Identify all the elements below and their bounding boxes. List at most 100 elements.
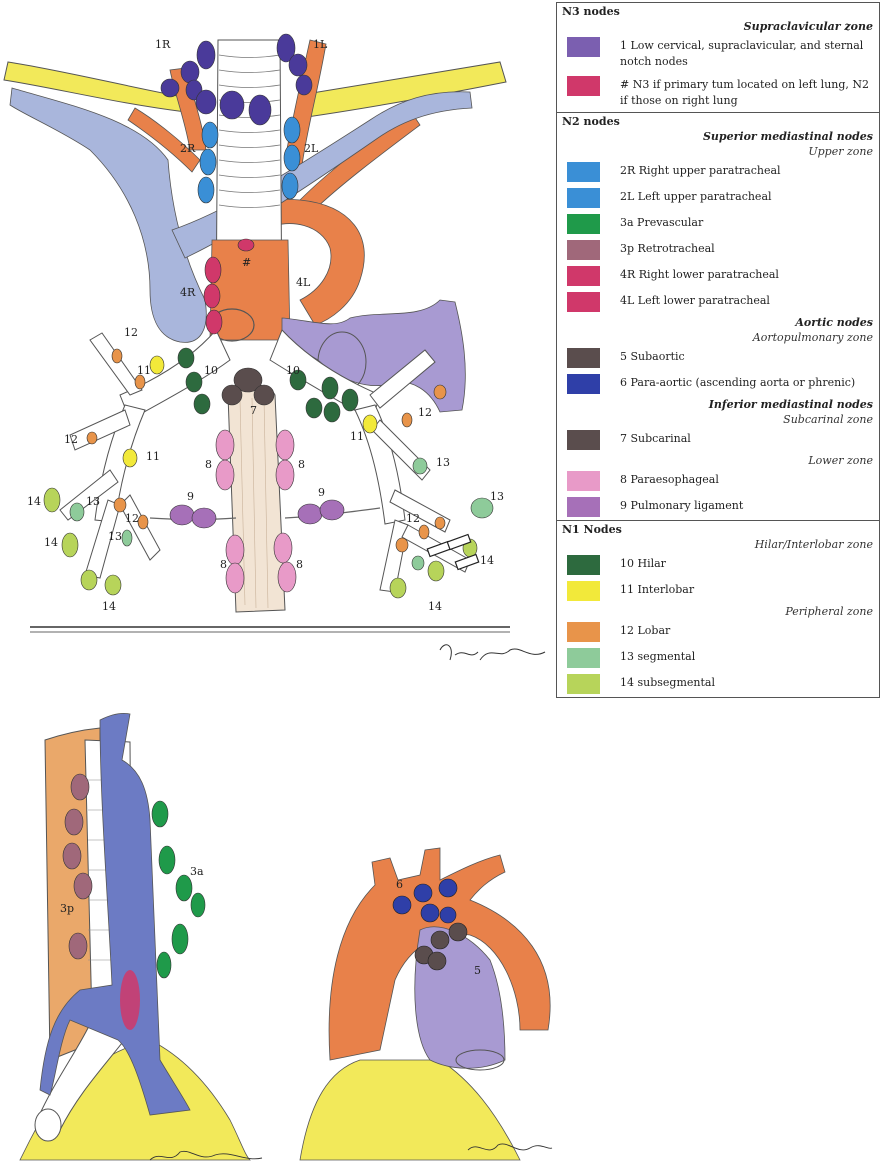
node-12 (419, 525, 429, 539)
node-3a (157, 952, 171, 978)
node-3a (191, 893, 205, 917)
label-13-b: 13 (108, 530, 122, 543)
node-10l (322, 377, 338, 399)
node-8 (276, 430, 294, 460)
label-12-c: 12 (125, 512, 139, 525)
node-10l (342, 389, 358, 411)
node-1r (181, 61, 199, 83)
label-8-c: 8 (220, 558, 227, 571)
label-4r: 4R (180, 286, 196, 299)
label-12-a: 12 (124, 326, 138, 339)
legend-swatch (567, 76, 600, 96)
node-14 (62, 533, 78, 557)
node-8 (216, 430, 234, 460)
node-2l (284, 117, 300, 143)
label-13-d: 13 (490, 490, 504, 503)
node-12 (114, 498, 126, 512)
label-8-a: 8 (205, 458, 212, 471)
node-10l (324, 402, 340, 422)
node-9 (170, 505, 194, 525)
legend-item-label: 12 Lobar (620, 622, 670, 639)
node-1r (197, 41, 215, 69)
legend-item: 9 Pulmonary ligament (557, 494, 879, 520)
legend-swatch (567, 292, 600, 312)
label-14-a: 14 (27, 495, 41, 508)
node-13 (70, 503, 84, 521)
legend-item: 4R Right lower paratracheal (557, 263, 879, 289)
node-14 (105, 575, 121, 595)
legend-swatch (567, 162, 600, 182)
legend-swatch (567, 188, 600, 208)
node-8 (278, 562, 296, 592)
legend-n3-items: 1 Low cervical, supraclavicular, and ste… (557, 34, 879, 112)
legend-n3-title: N3 nodes (557, 3, 879, 19)
node-8 (216, 460, 234, 490)
node-2r (202, 122, 218, 148)
node-2r (200, 149, 216, 175)
legend-zone-supraclavicular: Supraclavicular zone (557, 19, 879, 34)
node-12 (396, 538, 408, 552)
node-6 (414, 884, 432, 902)
legend-n2-subcarinal-items: 7 Subcarinal (557, 427, 879, 453)
legend-item: 12 Lobar (557, 619, 879, 645)
label-14-c: 14 (102, 600, 116, 613)
label-11-a: 11 (137, 364, 151, 377)
yellow-base-right (300, 1060, 520, 1160)
legend-item-label: 9 Pulmonary ligament (620, 497, 743, 514)
label-9-b: 9 (318, 486, 325, 499)
legend-zone-aortic: Aortic nodes (557, 315, 879, 330)
legend-subzone-peripheral: Peripheral zone (557, 604, 879, 619)
node-2r (198, 177, 214, 203)
label-1l: 1L (313, 38, 328, 51)
node-5 (431, 931, 449, 949)
legend-item-label: 5 Subaortic (620, 348, 685, 365)
node-5 (449, 923, 467, 941)
legend-item: # N3 if primary tum located on left lung… (557, 73, 879, 112)
legend-zone-inferior-mediastinal: Inferior mediastinal nodes (557, 397, 879, 412)
lateral-view-drawing: 3a 3p (20, 713, 262, 1160)
node-3p (63, 843, 81, 869)
label-2r: 2R (180, 142, 196, 155)
label-7: 7 (250, 404, 257, 417)
node-1r (161, 79, 179, 97)
legend-n2-lower-items: 8 Paraesophageal9 Pulmonary ligament (557, 468, 879, 520)
legend-swatch (567, 674, 600, 694)
node-13 (413, 458, 427, 474)
legend-item-label: 4L Left lower paratracheal (620, 292, 770, 309)
label-12-b: 12 (64, 433, 78, 446)
legend-item-label: 10 Hilar (620, 555, 666, 572)
legend-swatch (567, 37, 600, 57)
legend-item-label: 7 Subcarinal (620, 430, 691, 447)
lymph-node-station-illustration: 1R 1L 2R 2L # 4R 4L 7 10 10 11 11 11 12 … (0, 0, 556, 1171)
node-1l (296, 75, 312, 95)
trachea-lateral-end (35, 1109, 61, 1141)
label-4l: 4L (296, 276, 311, 289)
legend-panel: N3 nodes Supraclavicular zone 1 Low cerv… (556, 2, 880, 698)
node-10l (306, 398, 322, 418)
node-12 (135, 375, 145, 389)
legend-item-label: 2R Right upper paratracheal (620, 162, 781, 179)
node-4r (205, 257, 221, 283)
node-3a (176, 875, 192, 901)
legend-n1-title: N1 Nodes (557, 520, 879, 537)
node-14 (81, 570, 97, 590)
legend-item-label: 4R Right lower paratracheal (620, 266, 779, 283)
node-3a (172, 924, 188, 954)
legend-swatch (567, 266, 600, 286)
node-3p (69, 933, 87, 959)
node-11 (363, 415, 377, 433)
node-3a (159, 846, 175, 874)
legend-item-label: 1 Low cervical, supraclavicular, and ste… (620, 37, 873, 70)
legend-n1-peripheral-items: 12 Lobar13 segmental14 subsegmental (557, 619, 879, 697)
legend-swatch (567, 430, 600, 450)
red-node-lateral (120, 970, 140, 1030)
node-8 (226, 563, 244, 593)
legend-swatch (567, 497, 600, 517)
label-14-b: 14 (44, 536, 58, 549)
node-7 (222, 385, 242, 405)
node-14 (390, 578, 406, 598)
label-8-d: 8 (296, 558, 303, 571)
node-6 (421, 904, 439, 922)
label-3p: 3p (60, 902, 74, 915)
node-14 (428, 561, 444, 581)
